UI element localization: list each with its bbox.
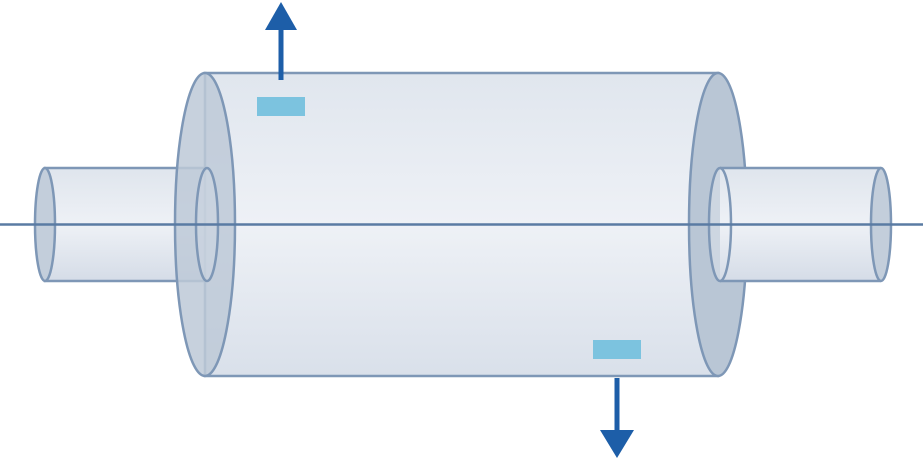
arrow-down <box>600 378 634 458</box>
arrow-up <box>265 2 297 80</box>
arrow-up-head <box>265 2 297 30</box>
label-box-bottom <box>593 340 641 359</box>
label-box-top <box>257 97 305 116</box>
arrow-down-head <box>600 430 634 458</box>
